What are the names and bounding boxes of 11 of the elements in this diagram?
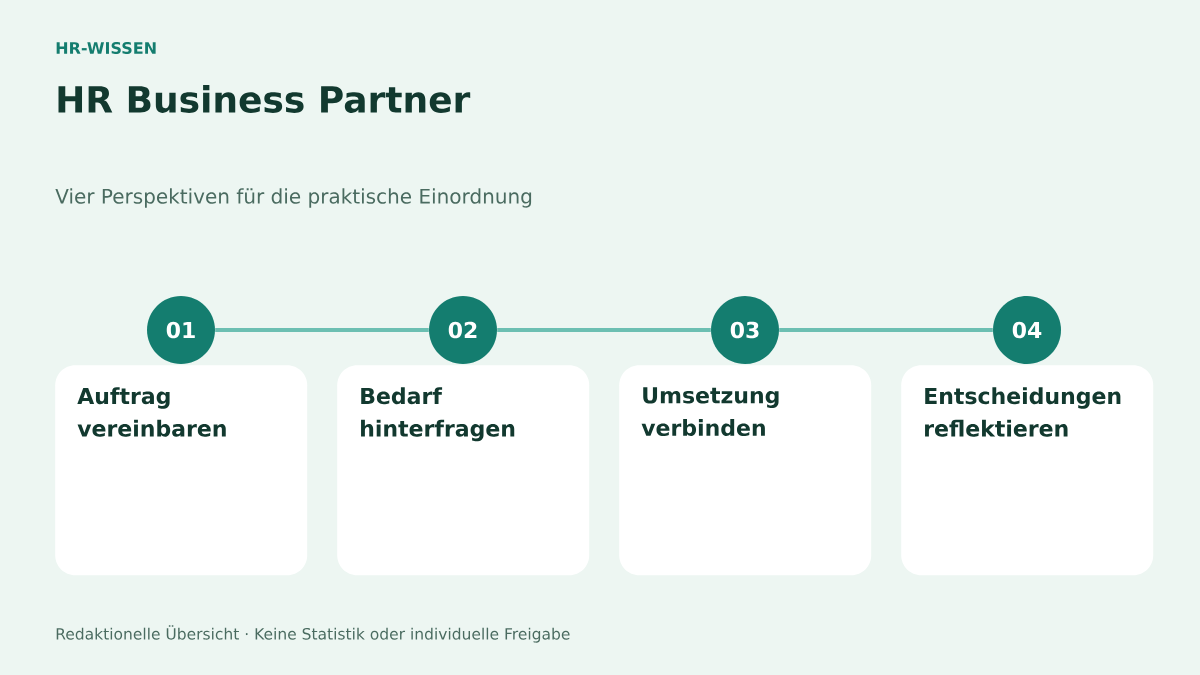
footer-note: Redaktionelle Übersicht · Keine Statistik oder individuelle Freigabe xyxy=(56,625,570,643)
connector-line xyxy=(779,328,993,332)
eyebrow-label: HR-WISSEN xyxy=(56,41,156,55)
step-card: Umsetzung verbinden xyxy=(619,365,872,576)
title: HR Business Partner xyxy=(58,85,471,113)
connector-line xyxy=(215,328,429,332)
step-card: Entscheidungen reflektieren xyxy=(901,365,1154,576)
subtitle: Vier Perspektiven für die praktische Einordnung xyxy=(55,188,532,208)
step-card: Bedarf hinterfragen xyxy=(337,365,590,576)
step-card: Auftrag vereinbaren xyxy=(55,365,308,576)
connector-line xyxy=(497,328,711,332)
